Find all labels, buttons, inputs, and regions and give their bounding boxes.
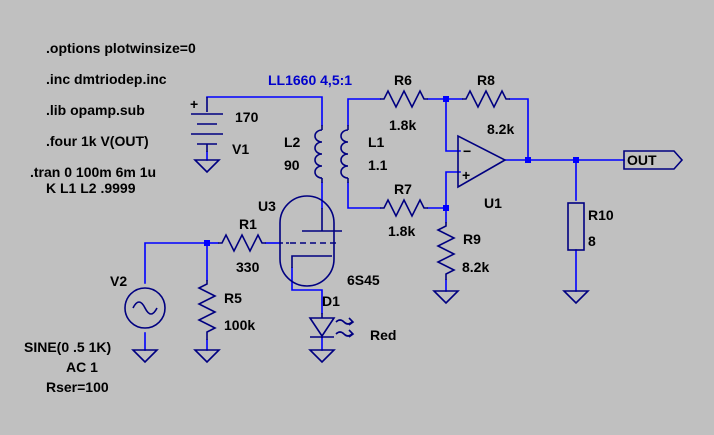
directive-inc[interactable]: .inc dmtriodep.inc [46, 71, 167, 87]
r7-value[interactable]: 1.8k [388, 223, 415, 239]
v1-battery[interactable] [191, 97, 223, 152]
r10-value[interactable]: 8 [588, 233, 596, 249]
v1-name[interactable]: V1 [232, 141, 249, 157]
ground-icon [193, 349, 221, 364]
ground-icon [131, 349, 159, 364]
transformer-label[interactable]: LL1660 4,5:1 [268, 72, 352, 88]
out-net-label[interactable]: OUT [627, 152, 657, 168]
u1-name[interactable]: U1 [484, 195, 502, 211]
d1-light-arrows-icon [335, 317, 355, 338]
wires [144, 96, 625, 351]
wire-l1-r6[interactable] [347, 98, 381, 126]
u3-name[interactable]: U3 [258, 198, 276, 214]
ground-icon [432, 290, 460, 305]
v2-spec-sine[interactable]: SINE(0 .5 1K) [24, 339, 111, 355]
wire-node-inv-input[interactable] [445, 98, 461, 152]
junctions [204, 96, 579, 246]
r1-name[interactable]: R1 [239, 216, 257, 232]
r9-value[interactable]: 8.2k [462, 259, 489, 275]
u1-plus-mark: + [462, 167, 470, 183]
l1-value[interactable]: 1.1 [368, 157, 388, 173]
v2-sine-source[interactable] [124, 287, 166, 329]
r8-resistor[interactable] [462, 89, 510, 109]
r8-name[interactable]: R8 [477, 72, 495, 88]
r7-resistor[interactable] [380, 198, 428, 218]
ground-icon [193, 159, 221, 174]
r1-value[interactable]: 330 [236, 259, 260, 275]
v2-spec-ac[interactable]: AC 1 [66, 359, 98, 375]
l2-inductor[interactable] [314, 125, 323, 183]
r10-resistor[interactable] [567, 202, 585, 251]
ground-symbols [131, 159, 590, 364]
v2-name[interactable]: V2 [110, 273, 127, 289]
junction-dot [204, 240, 210, 246]
d1-led[interactable] [308, 313, 336, 338]
l2-value[interactable]: 90 [284, 157, 300, 173]
v1-value[interactable]: 170 [235, 109, 259, 125]
r9-resistor[interactable] [436, 222, 456, 280]
r9-name[interactable]: R9 [463, 231, 481, 247]
ground-icon [562, 290, 590, 305]
r5-resistor[interactable] [197, 280, 217, 340]
wire-l1-r7[interactable] [347, 182, 381, 209]
ground-icon [308, 349, 336, 364]
spice-directives: .options plotwinsize=0 .inc dmtriodep.in… [30, 40, 196, 196]
r6-name[interactable]: R6 [394, 72, 412, 88]
r1-resistor[interactable] [218, 233, 266, 253]
wire-cathode-d1[interactable] [291, 267, 323, 314]
d1-value[interactable]: Red [370, 327, 396, 343]
r6-value[interactable]: 1.8k [389, 117, 416, 133]
r10-name[interactable]: R10 [588, 207, 614, 223]
wire-v1-l2[interactable] [206, 96, 323, 126]
l2-name[interactable]: L2 [284, 134, 301, 150]
r5-name[interactable]: R5 [224, 290, 242, 306]
junction-dot [525, 157, 531, 163]
v2-spec-rser[interactable]: Rser=100 [46, 379, 109, 395]
u3-value[interactable]: 6S45 [347, 272, 380, 288]
directive-options[interactable]: .options plotwinsize=0 [46, 40, 196, 56]
wire-node-noninv-input[interactable] [445, 171, 461, 209]
directive-lib[interactable]: .lib opamp.sub [46, 102, 145, 118]
d1-name[interactable]: D1 [322, 293, 340, 309]
u3-triode[interactable] [279, 195, 342, 287]
l1-name[interactable]: L1 [368, 134, 385, 150]
junction-dot [443, 96, 449, 102]
directive-tran[interactable]: .tran 0 100m 6m 1u [30, 164, 156, 180]
r8-value[interactable]: 8.2k [487, 121, 514, 137]
u1-opamp[interactable] [457, 134, 507, 189]
v1-plus-mark: + [190, 96, 198, 112]
junction-dot [573, 157, 579, 163]
r7-name[interactable]: R7 [394, 181, 412, 197]
junction-dot [443, 205, 449, 211]
wire-v2-node[interactable] [144, 242, 208, 284]
l1-inductor[interactable] [340, 125, 349, 183]
r5-value[interactable]: 100k [224, 317, 255, 333]
directive-coupling[interactable]: K L1 L2 .9999 [46, 180, 136, 196]
directive-four[interactable]: .four 1k V(OUT) [46, 133, 149, 149]
wire-r8-output[interactable] [509, 98, 529, 161]
r6-resistor[interactable] [380, 89, 428, 109]
u1-minus-mark: − [463, 143, 471, 159]
out-net-flag[interactable] [623, 150, 684, 170]
